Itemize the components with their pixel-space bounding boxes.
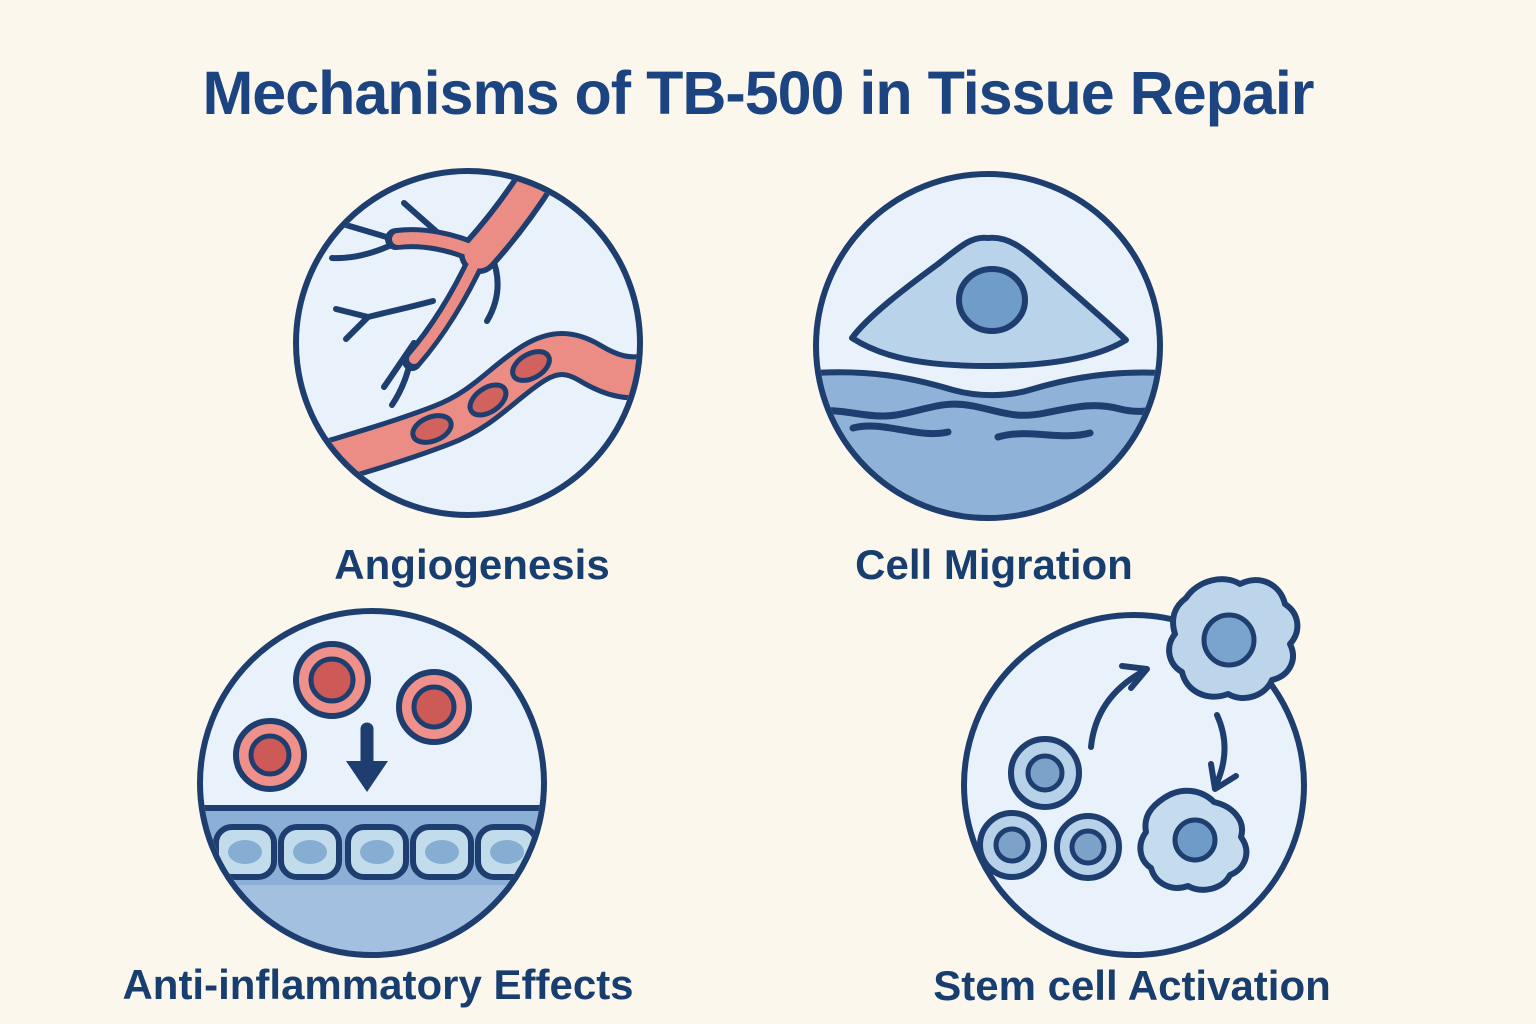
figure-label-stem-cell: Stem cell Activation — [933, 962, 1331, 1009]
activated-cell-top — [1166, 576, 1301, 701]
red-cells-arrow-tissue-icon — [197, 608, 547, 958]
figure-cell-migration: Cell Migration — [808, 166, 1168, 588]
figure-stem-cell: Stem cell Activation — [933, 560, 1334, 1009]
circle-border — [197, 608, 547, 958]
circle-border — [813, 171, 1163, 521]
figure-label-anti-inflammatory: Anti-inflammatory Effects — [122, 961, 634, 1008]
migrating-cell-icon — [813, 171, 1163, 521]
circle-border — [293, 168, 643, 518]
cell-nucleus — [956, 266, 1028, 334]
epithelial-cells — [213, 824, 539, 880]
angiogenesis-vessels-icon — [293, 168, 643, 518]
inflammatory-red-cells — [233, 641, 472, 792]
figure-label-angiogenesis: Angiogenesis — [334, 541, 610, 588]
stem-cells — [977, 736, 1122, 881]
down-arrow-icon — [346, 722, 388, 792]
stem-cells-arrows-icon — [961, 576, 1307, 958]
page-title: Mechanisms of TB-500 in Tissue Repair — [202, 59, 1314, 127]
activated-cell — [1137, 787, 1250, 893]
figure-anti-inflammatory: Anti-inflammatory Effects — [122, 603, 634, 1008]
activation-arrows — [1088, 663, 1239, 792]
figure-label-cell-migration: Cell Migration — [855, 541, 1133, 588]
matrix-wave-line — [819, 400, 1157, 420]
figure-angiogenesis: Angiogenesis — [288, 163, 648, 588]
red-blood-cells — [410, 349, 552, 445]
